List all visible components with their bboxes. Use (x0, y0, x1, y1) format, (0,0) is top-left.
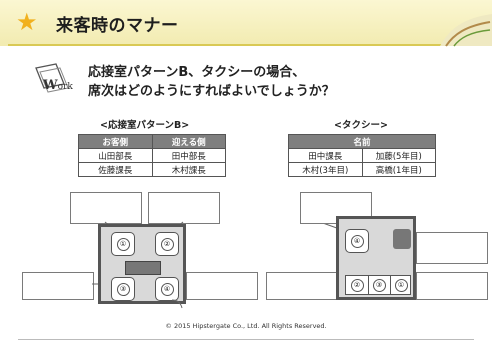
table-row: 田中課長 加藤(5年目) (288, 148, 436, 163)
taxi-seat-3: ③ (368, 276, 391, 294)
taxi-header-name: 名前 (288, 134, 436, 149)
answer-box[interactable] (186, 272, 258, 300)
question-line-1: 応接室パターンB、タクシーの場合、 (88, 65, 306, 80)
seat-number: ④ (350, 234, 364, 248)
work-icon (35, 63, 69, 93)
seat-number: ③ (116, 282, 130, 296)
door-icon (171, 299, 183, 309)
seat-1: ① (111, 232, 135, 256)
taxi-seat-2: ② (346, 276, 369, 294)
seat-number: ② (160, 237, 174, 251)
work-label: Work (43, 78, 73, 93)
taxi-title: <タクシー> (334, 120, 388, 131)
table-row: 佐藤課長 木村課長 (78, 162, 226, 177)
header-divider (8, 44, 478, 46)
taxi-seat-1: ① (390, 276, 412, 294)
answer-box[interactable] (70, 192, 142, 224)
seat-3: ③ (111, 277, 135, 301)
decorative-corner-icon (440, 14, 492, 47)
question-text: 応接室パターンB、タクシーの場合、 席次はどのようにすればよいでしょうか？ (88, 63, 335, 101)
table-row: 木村(3年目) 高橋(1年目) (288, 162, 436, 177)
answer-box[interactable] (22, 272, 94, 300)
question-line-2: 席次はどのようにすればよいでしょうか？ (88, 84, 335, 99)
taxi-seating-table: 名前 田中課長 加藤(5年目) 木村(3年目) 高橋(1年目) (288, 134, 436, 177)
table-cell: 佐藤課長 (78, 162, 153, 177)
driver-seat (393, 229, 411, 249)
table-cell: 高橋(1年目) (361, 162, 436, 177)
reception-title: <応接室パターンB> (100, 120, 190, 131)
seat-2: ② (155, 232, 179, 256)
header-bar (0, 0, 492, 46)
answer-box[interactable] (266, 272, 338, 300)
star-icon: ★ (16, 8, 38, 36)
slide-title: 来客時のマナー (56, 16, 179, 36)
seat-number: ③ (372, 278, 386, 292)
answer-box[interactable] (416, 232, 488, 264)
table-cell: 田中部長 (151, 148, 226, 163)
seat-number: ② (350, 278, 364, 292)
footer-divider (18, 339, 474, 340)
meeting-table (125, 261, 161, 275)
table-cell: 田中課長 (288, 148, 363, 163)
seat-number: ④ (160, 282, 174, 296)
reception-seating-table: お客側 迎える側 山田部長 田中部長 佐藤課長 木村課長 (78, 134, 226, 177)
answer-box[interactable] (148, 192, 220, 224)
seat-number: ① (116, 237, 130, 251)
table-cell: 木村課長 (151, 162, 226, 177)
reception-header-host: 迎える側 (151, 134, 226, 149)
taxi-car: ④ ② ③ ① (336, 216, 416, 300)
seat-4: ④ (155, 277, 179, 301)
taxi-seat-4: ④ (345, 229, 369, 253)
seat-number: ① (394, 278, 408, 292)
reception-room: ① ② ③ ④ (98, 224, 186, 304)
copyright-notice: © 2015 Hipstergate Co., Ltd. All Rights … (165, 322, 327, 330)
answer-box[interactable] (416, 272, 488, 300)
table-cell: 加藤(5年目) (361, 148, 436, 163)
table-cell: 木村(3年目) (288, 162, 363, 177)
taxi-back-row: ② ③ ① (345, 275, 411, 295)
